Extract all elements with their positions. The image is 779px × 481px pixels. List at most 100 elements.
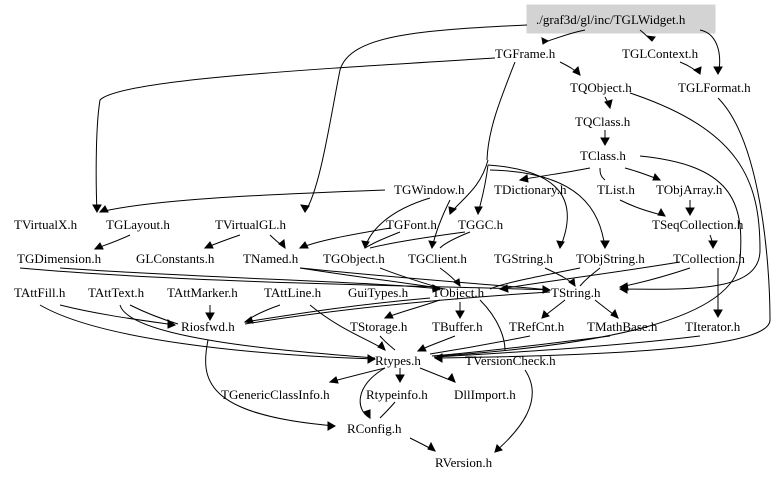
- arrowhead: [203, 241, 214, 249]
- root-node-box: [526, 4, 716, 34]
- edge: [489, 267, 581, 290]
- arrowhead: [618, 282, 629, 291]
- edge: [429, 335, 531, 355]
- edge: [547, 29, 586, 42]
- node-tobject[interactable]: TObject.h: [432, 285, 485, 300]
- node-tggc[interactable]: TGGC.h: [458, 217, 504, 232]
- edge: [299, 267, 446, 290]
- arrowhead: [692, 66, 702, 75]
- node-tstring[interactable]: TString.h: [551, 285, 601, 300]
- node-trefcnt[interactable]: TRefCnt.h: [509, 319, 565, 334]
- edge: [39, 304, 376, 360]
- arrowhead: [377, 341, 386, 351]
- node-tvirtualgl[interactable]: TVirtualGL.h: [215, 217, 287, 232]
- node-tattline[interactable]: TAttLine.h: [264, 285, 322, 300]
- edge: [494, 369, 533, 453]
- arrowhead: [600, 240, 610, 250]
- node-tclass[interactable]: TClass.h: [580, 148, 626, 163]
- node-rtypeinfo[interactable]: Rtypeinfo.h: [366, 387, 428, 402]
- node-tbuffer[interactable]: TBuffer.h: [432, 319, 483, 334]
- arrowhead: [428, 240, 437, 250]
- node-guitypes[interactable]: GuiTypes.h: [348, 285, 409, 300]
- node-tmathbase[interactable]: TMathBase.h: [587, 319, 658, 334]
- arrowhead: [243, 316, 254, 324]
- node-tatttext[interactable]: TAttText.h: [88, 285, 145, 300]
- node-tversioncheck[interactable]: TVersionCheck.h: [465, 353, 556, 368]
- node-tlist[interactable]: TList.h: [597, 182, 635, 197]
- node-tglformat[interactable]: TGLFormat.h: [678, 80, 751, 95]
- edge: [299, 227, 391, 249]
- arrowhead: [167, 319, 177, 329]
- arrowhead: [92, 204, 102, 214]
- node-titerator[interactable]: TIterator.h: [685, 319, 741, 334]
- arrowhead: [494, 444, 503, 453]
- edge: [479, 299, 506, 351]
- arrowhead: [416, 344, 427, 352]
- edge: [205, 339, 336, 427]
- node-tcollection[interactable]: TCollection.h: [673, 251, 745, 266]
- arrowhead: [541, 37, 550, 45]
- arrowhead: [610, 309, 619, 319]
- node-tgdimension[interactable]: TGDimension.h: [17, 251, 102, 266]
- root-node[interactable]: ./graf3d/gl/inc/TGLWidget.h: [536, 12, 686, 27]
- arrowhead: [205, 312, 215, 322]
- node-rtypes[interactable]: Rtypes.h: [375, 353, 421, 368]
- edge: [244, 297, 431, 323]
- arrowhead: [363, 409, 371, 420]
- node-rconfig[interactable]: RConfig.h: [347, 421, 402, 436]
- arrowhead: [556, 240, 565, 250]
- node-tstorage[interactable]: TStorage.h: [350, 319, 408, 334]
- edge: [244, 291, 551, 325]
- node-tobjarray[interactable]: TObjArray.h: [656, 182, 723, 197]
- arrowheads: [92, 35, 723, 453]
- arrowhead: [542, 285, 552, 294]
- node-tattmarker[interactable]: TAttMarker.h: [167, 285, 238, 300]
- node-tgfont[interactable]: TGFont.h: [386, 217, 437, 232]
- arrowhead: [708, 240, 718, 250]
- arrowhead: [652, 172, 662, 181]
- arrowhead: [433, 353, 443, 363]
- arrowhead: [657, 207, 666, 217]
- edge: [486, 61, 516, 161]
- arrowhead: [572, 66, 581, 76]
- node-dllimport[interactable]: DllImport.h: [454, 387, 516, 402]
- arrowhead: [713, 309, 723, 319]
- node-tobjstring[interactable]: TObjString.h: [576, 251, 645, 266]
- edge: [439, 155, 742, 357]
- node-rversion[interactable]: RVersion.h: [435, 455, 493, 470]
- node-tattfill[interactable]: TAttFill.h: [14, 285, 66, 300]
- node-tseqcollection[interactable]: TSeqCollection.h: [652, 217, 744, 232]
- node-tdictionary[interactable]: TDictionary.h: [494, 182, 567, 197]
- edge: [369, 231, 466, 249]
- node-tnamed[interactable]: TNamed.h: [243, 251, 299, 266]
- node-tgobject[interactable]: TGObject.h: [323, 251, 385, 266]
- node-tgframe[interactable]: TGFrame.h: [495, 46, 556, 61]
- node-tvirtualx[interactable]: TVirtualX.h: [14, 217, 78, 232]
- node-tqobject[interactable]: TQObject.h: [570, 80, 632, 95]
- node-tglcontext[interactable]: TGLContext.h: [622, 46, 699, 61]
- arrowhead: [568, 278, 576, 288]
- node-tgenericclassinfo[interactable]: TGenericClassInfo.h: [221, 387, 330, 402]
- arrowhead: [447, 373, 456, 383]
- edge: [619, 267, 691, 288]
- edge: [439, 231, 471, 249]
- node-tgstring[interactable]: TGString.h: [494, 251, 553, 266]
- edge: [95, 57, 496, 213]
- arrowhead: [518, 174, 529, 183]
- arrowhead: [713, 66, 723, 76]
- arrowhead: [93, 242, 104, 250]
- arrowhead: [541, 310, 550, 319]
- node-tglayout[interactable]: TGLayout.h: [106, 217, 170, 232]
- edge: [489, 169, 606, 249]
- node-tgclient[interactable]: TGClient.h: [408, 251, 467, 266]
- edge: [379, 401, 396, 419]
- arrowhead: [383, 311, 394, 319]
- node-tgwindow[interactable]: TGWindow.h: [394, 182, 465, 197]
- edge: [359, 367, 386, 419]
- node-tqclass[interactable]: TQClass.h: [575, 114, 631, 129]
- node-riosfwd[interactable]: Riosfwd.h: [181, 319, 235, 334]
- arrowhead: [604, 99, 613, 110]
- arrowhead: [645, 35, 656, 42]
- node-glconstants[interactable]: GLConstants.h: [136, 251, 215, 266]
- edge: [433, 335, 701, 358]
